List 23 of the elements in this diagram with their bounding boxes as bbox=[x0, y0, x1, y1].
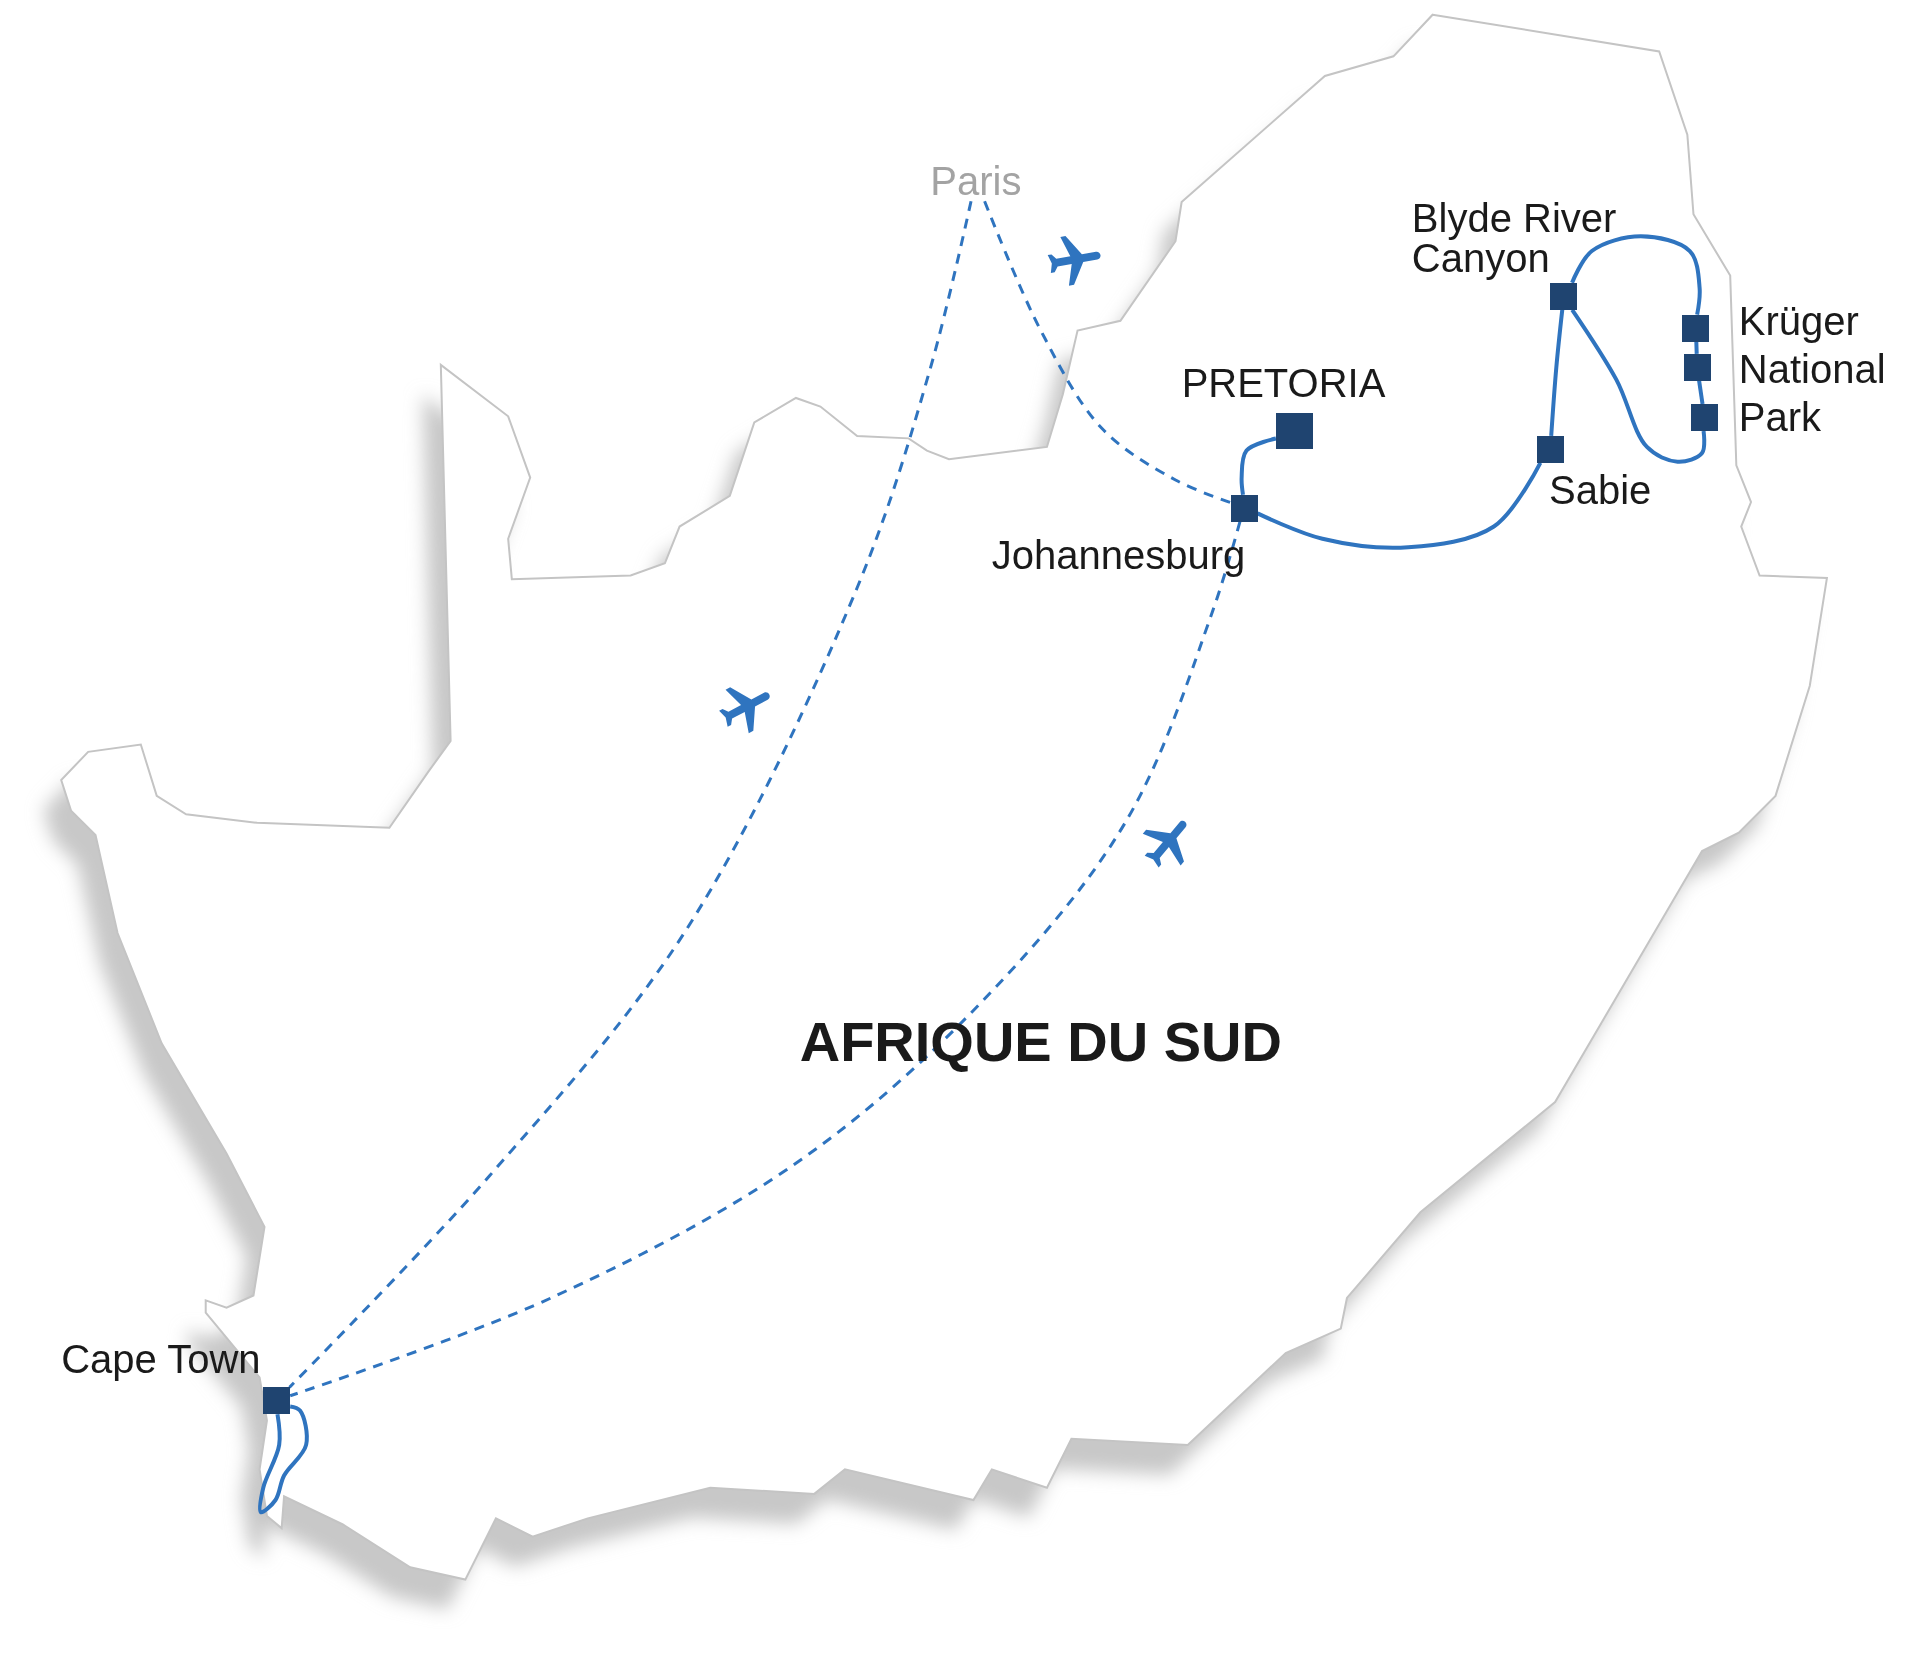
place-label: Sabie bbox=[1548, 466, 1652, 513]
route-line bbox=[1570, 234, 1702, 316]
route-line bbox=[1256, 461, 1543, 550]
location-marker bbox=[263, 1387, 291, 1415]
route-line bbox=[257, 1404, 309, 1515]
flight-path-line bbox=[288, 200, 973, 1389]
flight-path-line bbox=[289, 521, 1242, 1398]
country-name: AFRIQUE DU SUD bbox=[799, 1008, 1282, 1074]
route-line bbox=[1549, 309, 1565, 437]
location-marker bbox=[1550, 282, 1578, 310]
route-line bbox=[1570, 308, 1707, 464]
route-line bbox=[1697, 380, 1705, 405]
place-label: PRETORIA bbox=[1181, 360, 1386, 407]
location-marker bbox=[1691, 404, 1718, 431]
place-label: Cape Town bbox=[61, 1336, 261, 1383]
route-line bbox=[1239, 436, 1277, 495]
location-marker bbox=[1682, 314, 1710, 342]
place-label: Johannesburg bbox=[991, 531, 1246, 578]
flight-path-line bbox=[983, 200, 1232, 505]
place-label: Blyde River Canyon bbox=[1411, 197, 1618, 278]
place-label: Paris bbox=[930, 161, 1022, 202]
route-line bbox=[1694, 341, 1699, 354]
place-label: Krüger National Park bbox=[1738, 297, 1887, 441]
